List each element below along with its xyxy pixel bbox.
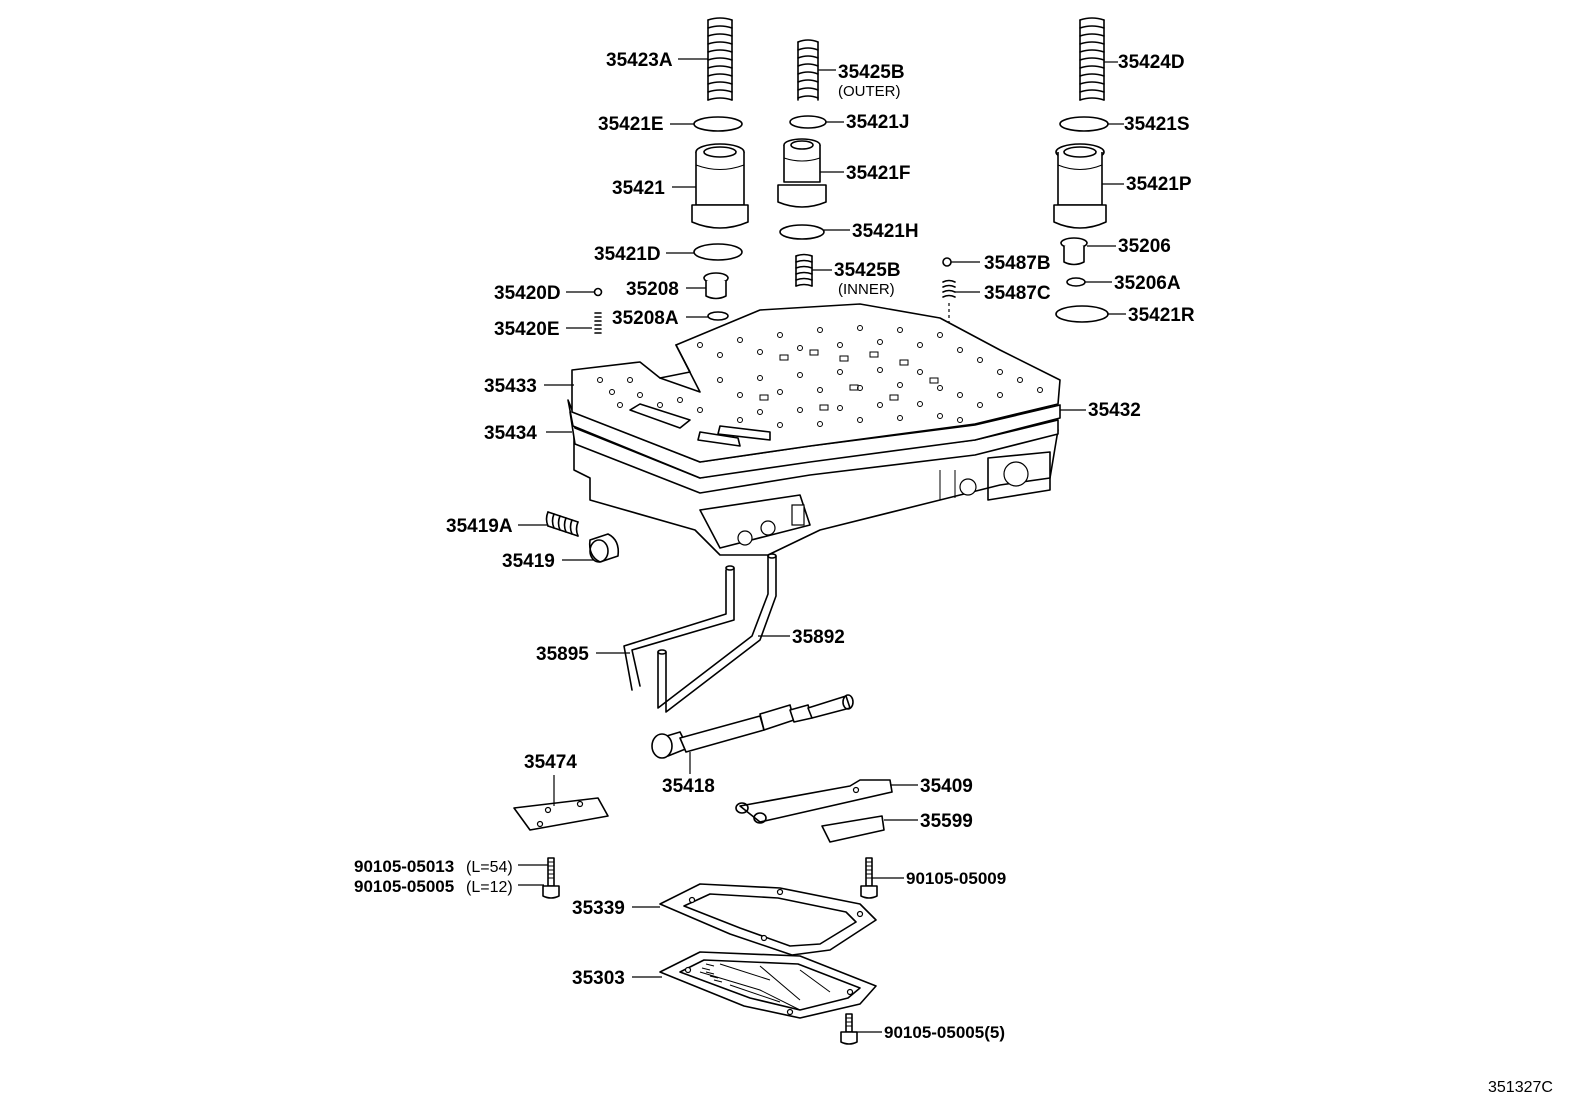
label-35434: 35434 — [484, 423, 537, 444]
sleeve-35421[interactable] — [691, 143, 749, 229]
gasket-35339[interactable] — [659, 883, 877, 956]
label-35599: 35599 — [920, 811, 973, 832]
strainer-35303[interactable] — [659, 951, 877, 1019]
label-35432: 35432 — [1088, 400, 1141, 421]
ball-35420D[interactable] — [593, 287, 603, 297]
label-35206A: 35206A — [1114, 273, 1181, 294]
o-ring-35421D[interactable] — [693, 243, 743, 261]
label-90105-05005: 90105-05005 — [354, 877, 454, 896]
diagram-code: 351327C — [1488, 1079, 1553, 1096]
label-90105-05013: 90105-05013 — [354, 857, 454, 876]
pipe-35895[interactable] — [623, 565, 735, 691]
plug-35206[interactable] — [1060, 237, 1088, 266]
leader-lines — [518, 58, 1126, 1033]
label-35421E: 35421E — [598, 114, 664, 135]
bolt-90105-05005-qty5[interactable] — [840, 1013, 858, 1045]
spring-35425B-inner[interactable] — [795, 253, 813, 287]
o-ring-35421R[interactable] — [1055, 305, 1109, 323]
label-35425B-outer: 35425B — [838, 62, 905, 83]
label-35433: 35433 — [484, 376, 537, 397]
label-90105-05009: 90105-05009 — [906, 869, 1006, 888]
ball-35487B[interactable] — [942, 257, 952, 267]
plate-35599[interactable] — [821, 815, 885, 843]
label-35339: 35339 — [572, 898, 625, 919]
label-90105-05005-qty: 90105-05005(5) — [884, 1023, 1005, 1042]
label-35418: 35418 — [662, 776, 715, 797]
spring-35425B-outer[interactable] — [797, 39, 819, 101]
plug-35208[interactable] — [703, 272, 729, 300]
plate-35474[interactable] — [513, 797, 609, 831]
label-inner: (INNER) — [838, 281, 895, 298]
o-ring-35421E[interactable] — [693, 116, 743, 132]
label-35420D: 35420D — [494, 283, 561, 304]
o-ring-35421S[interactable] — [1059, 116, 1109, 132]
label-35409: 35409 — [920, 776, 973, 797]
label-35208A: 35208A — [612, 308, 679, 329]
label-35206: 35206 — [1118, 236, 1171, 257]
o-ring-35421H[interactable] — [779, 224, 825, 240]
label-35421: 35421 — [612, 178, 665, 199]
spring-35424D[interactable] — [1079, 17, 1105, 101]
pipe-35892[interactable] — [657, 553, 777, 713]
manual-valve-35418[interactable] — [651, 694, 854, 759]
o-ring-35208A[interactable] — [707, 311, 729, 321]
o-ring-35206A[interactable] — [1066, 277, 1086, 287]
label-outer: (OUTER) — [838, 83, 901, 100]
label-35419: 35419 — [502, 551, 555, 572]
label-35423A: 35423A — [606, 50, 673, 71]
spring-35420E[interactable] — [594, 312, 602, 334]
part-labels: 35423A 35425B (OUTER) 35424D 35421E 3542… — [354, 50, 1553, 1096]
label-35474: 35474 — [524, 752, 577, 773]
sleeve-35421P[interactable] — [1053, 143, 1107, 229]
plug-35419[interactable] — [588, 533, 620, 563]
plate-35433[interactable] — [571, 303, 1061, 463]
detent-spring-35409[interactable] — [735, 779, 893, 824]
label-35895: 35895 — [536, 644, 589, 665]
label-35421F: 35421F — [846, 163, 910, 184]
label-35421S: 35421S — [1124, 114, 1190, 135]
label-35421H: 35421H — [852, 221, 919, 242]
label-35303: 35303 — [572, 968, 625, 989]
spring-35487C[interactable] — [942, 279, 956, 298]
label-35208: 35208 — [626, 279, 679, 300]
o-ring-35421J[interactable] — [789, 115, 827, 129]
label-35419A: 35419A — [446, 516, 513, 537]
label-35421R: 35421R — [1128, 305, 1195, 326]
label-35424D: 35424D — [1118, 52, 1185, 73]
label-35421J: 35421J — [846, 112, 909, 133]
bolt-90105-05009[interactable] — [860, 857, 878, 899]
label-90105-05005-length: (L=12) — [466, 879, 513, 896]
sleeve-35421F[interactable] — [777, 138, 827, 208]
label-35487C: 35487C — [984, 283, 1051, 304]
label-90105-05013-length: (L=54) — [466, 859, 513, 876]
label-35421D: 35421D — [594, 244, 661, 265]
bolt-90105-05013[interactable] — [542, 857, 560, 899]
label-35420E: 35420E — [494, 319, 560, 340]
label-35425B-inner: 35425B — [834, 260, 901, 281]
label-35487B: 35487B — [984, 253, 1051, 274]
spring-35419A[interactable] — [545, 511, 579, 537]
label-35892: 35892 — [792, 627, 845, 648]
label-35421P: 35421P — [1126, 174, 1192, 195]
spring-35423A[interactable] — [707, 17, 733, 101]
